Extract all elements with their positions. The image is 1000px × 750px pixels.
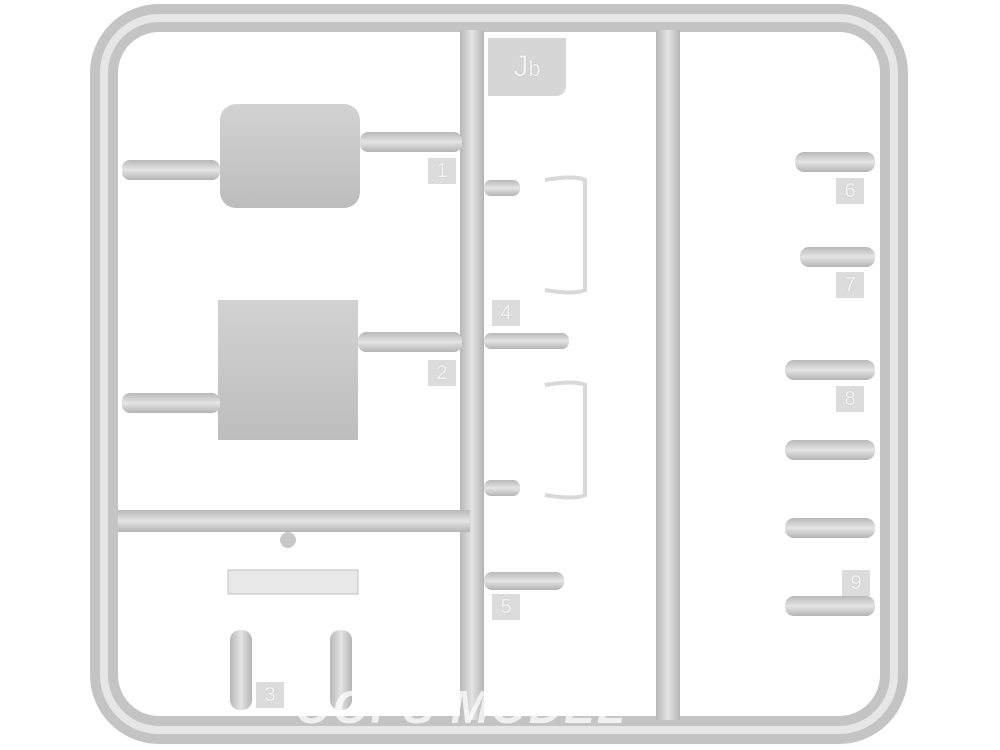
part-3: [227, 569, 359, 595]
runner-center: [460, 30, 484, 720]
part-5: [484, 572, 564, 590]
part-number-1: 1: [428, 158, 456, 184]
parts-6-9: [785, 152, 875, 616]
part-number-4: 4: [492, 300, 520, 326]
runner-horizontal: [118, 510, 470, 532]
runner-right: [656, 30, 680, 720]
part-number-3: 3: [256, 682, 284, 708]
watermark: OOPS MODEL: [295, 681, 627, 733]
sprue-tag-sub: b: [528, 56, 541, 81]
part-number-6: 6: [836, 178, 864, 204]
sprue-tag: Jb: [488, 38, 566, 96]
part-4: [544, 175, 587, 295]
part-number-8: 8: [836, 386, 864, 412]
part-1: [220, 104, 360, 208]
part-number-2: 2: [428, 360, 456, 386]
sprue-tag-letter: J: [513, 50, 529, 83]
part-number-9: 9: [842, 570, 870, 596]
part-number-5: 5: [492, 594, 520, 620]
part-number-7: 7: [836, 272, 864, 298]
part-2: [218, 300, 358, 440]
